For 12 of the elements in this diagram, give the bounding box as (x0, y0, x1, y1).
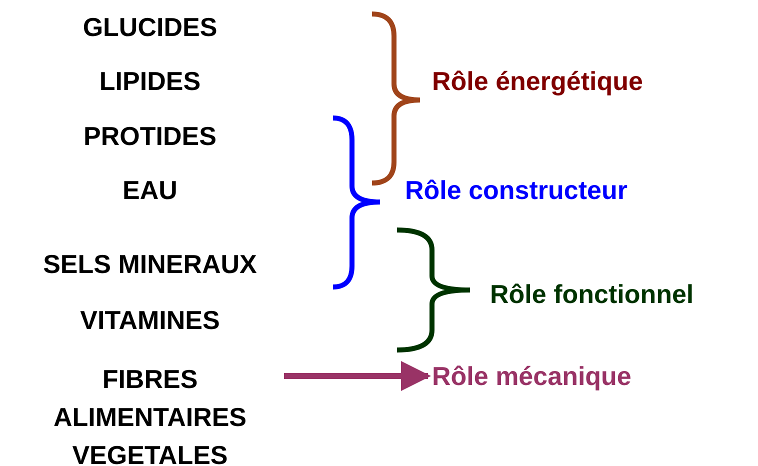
nutrient-label: LIPIDES (99, 66, 201, 96)
nutrient-label: FIBRES ALIMENTAIRES VEGETALES (20, 360, 280, 466)
nutrient-label: VITAMINES (80, 305, 220, 335)
nutrient-label: SELS MINERAUX (43, 249, 257, 279)
nutrient-label: GLUCIDES (82, 12, 218, 42)
arrow (284, 361, 431, 391)
role-label: Rôle mécanique (432, 361, 632, 391)
nutrient-label: PROTIDES (84, 121, 216, 151)
role-label: Rôle énergétique (432, 66, 643, 96)
nutrient-label: EAU (122, 175, 178, 205)
role-label: Rôle fonctionnel (490, 279, 694, 309)
role-label: Rôle constructeur (405, 175, 628, 205)
